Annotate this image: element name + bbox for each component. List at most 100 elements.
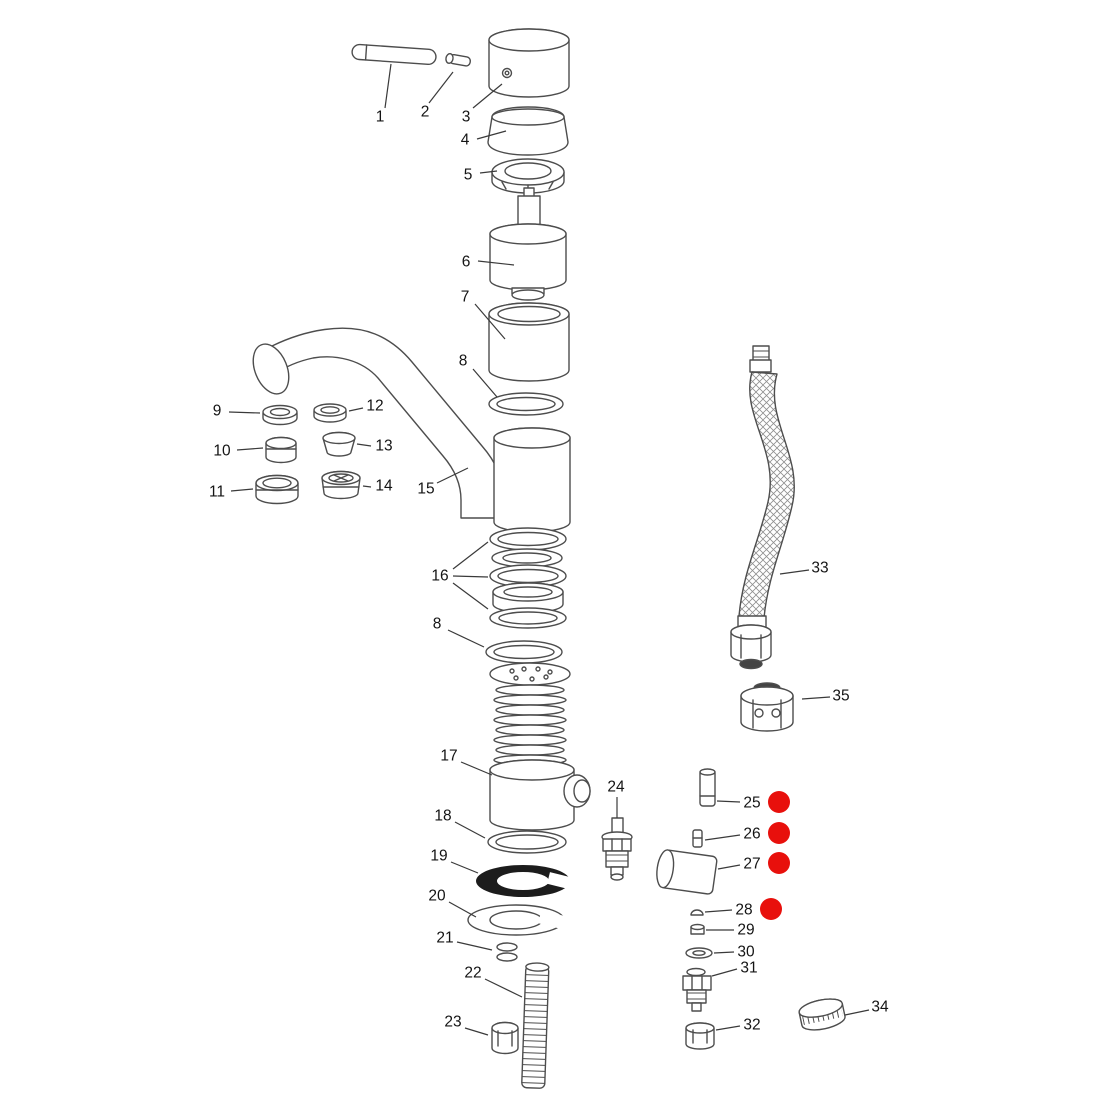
part-number-26: 26	[743, 826, 760, 843]
part-number-3: 3	[462, 109, 471, 126]
part-number-27: 27	[743, 856, 760, 873]
leader-line-5	[479, 170, 498, 174]
leader-line-18	[454, 821, 486, 839]
part-3-handle-body	[488, 28, 570, 98]
part-8-oring-upper	[488, 392, 564, 416]
leader-line-28	[704, 909, 733, 913]
part-number-32: 32	[743, 1017, 760, 1034]
part-12-washer	[313, 403, 347, 423]
part-number-33: 33	[811, 560, 828, 577]
part-number-17: 17	[440, 748, 457, 765]
part-number-31: 31	[740, 960, 757, 977]
part-1-handle-lever	[351, 43, 437, 66]
part-number-2: 2	[421, 104, 430, 121]
leader-line-16	[452, 541, 489, 570]
leader-line-33	[779, 569, 810, 575]
part-2-pin-screw	[445, 53, 472, 67]
leader-line-14	[362, 485, 372, 488]
part-34-screw-set	[798, 998, 846, 1031]
part-20-horseshoe-washer	[467, 904, 576, 936]
highlight-dot-28	[760, 898, 782, 920]
leader-line-16	[452, 575, 489, 578]
part-7-sleeve	[488, 302, 570, 382]
part-31-fitting	[682, 967, 712, 1012]
part-number-22: 22	[464, 965, 481, 982]
part-25-pin	[699, 768, 716, 807]
part-number-24: 24	[607, 779, 625, 796]
leader-line-6	[477, 260, 515, 266]
leader-line-21	[456, 941, 493, 951]
part-17-body	[489, 662, 591, 831]
part-number-29: 29	[737, 922, 754, 939]
faucet-column	[493, 427, 571, 533]
leader-line-23	[464, 1027, 489, 1036]
drawing-layer	[252, 28, 846, 1089]
part-19-retaining-clip	[476, 865, 583, 897]
part-10-insert	[265, 436, 297, 464]
leader-line-9	[228, 411, 261, 414]
leader-line-7	[474, 303, 506, 340]
part-32-nut	[685, 1022, 715, 1050]
part-5-notched-ring	[491, 158, 565, 194]
part-number-5: 5	[464, 167, 473, 184]
part-35-hose-nut	[740, 682, 794, 732]
part-14-aerator	[321, 470, 361, 500]
leader-line-26	[704, 834, 741, 841]
highlight-dot-25	[768, 791, 790, 813]
part-number-20: 20	[428, 888, 446, 905]
part-27-cylinder-cap	[656, 849, 718, 895]
part-number-10: 10	[213, 443, 231, 460]
part-number-7: 7	[461, 289, 470, 306]
leader-line-12	[348, 407, 364, 412]
leader-line-10	[236, 447, 264, 451]
part-21-small-rings	[496, 942, 518, 962]
part-33-braided-hose	[730, 345, 795, 670]
part-number-8: 8	[433, 616, 442, 633]
leader-line-17	[460, 761, 493, 776]
part-number-14: 14	[375, 478, 393, 495]
leader-line-35	[801, 696, 831, 700]
leader-line-11	[230, 488, 254, 492]
leader-line-3	[472, 83, 503, 109]
part-28-dome-plug	[690, 909, 704, 916]
part-number-4: 4	[461, 132, 470, 149]
part-number-6: 6	[462, 254, 471, 271]
leader-line-20	[448, 901, 477, 918]
part-number-1: 1	[376, 109, 385, 126]
part-number-28: 28	[735, 902, 752, 919]
part-6-cartridge	[489, 187, 567, 301]
part-26-small-pin	[692, 829, 703, 848]
part-number-13: 13	[375, 438, 392, 455]
leader-line-2	[428, 71, 454, 104]
leader-line-16	[452, 582, 489, 610]
part-18-base-ring	[487, 830, 567, 854]
part-11-ring	[255, 474, 299, 505]
leader-line-30	[713, 951, 735, 954]
part-16-seal-stack	[489, 527, 567, 629]
highlight-dot-27	[768, 852, 790, 874]
part-4-dome-cap	[487, 106, 569, 156]
leader-line-4	[476, 130, 507, 140]
leader-line-8	[447, 629, 485, 648]
part-number-11: 11	[209, 484, 225, 501]
part-23-nut	[491, 1021, 519, 1055]
leader-line-15	[436, 467, 469, 484]
part-29-tiny-nut	[690, 923, 705, 935]
part-number-12: 12	[366, 398, 383, 415]
part-number-25: 25	[743, 795, 760, 812]
part-number-15: 15	[417, 481, 434, 498]
leader-line-19	[450, 861, 479, 874]
leader-line-27	[717, 864, 741, 870]
part-number-23: 23	[444, 1014, 461, 1031]
part-number-9: 9	[213, 403, 222, 420]
part-15-spout	[252, 327, 504, 519]
part-number-19: 19	[430, 848, 447, 865]
part-30-washer	[685, 947, 713, 959]
leader-line-22	[484, 978, 523, 998]
part-24-valve-assembly	[601, 817, 633, 881]
part-number-18: 18	[434, 808, 451, 825]
leader-line-1	[384, 63, 392, 109]
